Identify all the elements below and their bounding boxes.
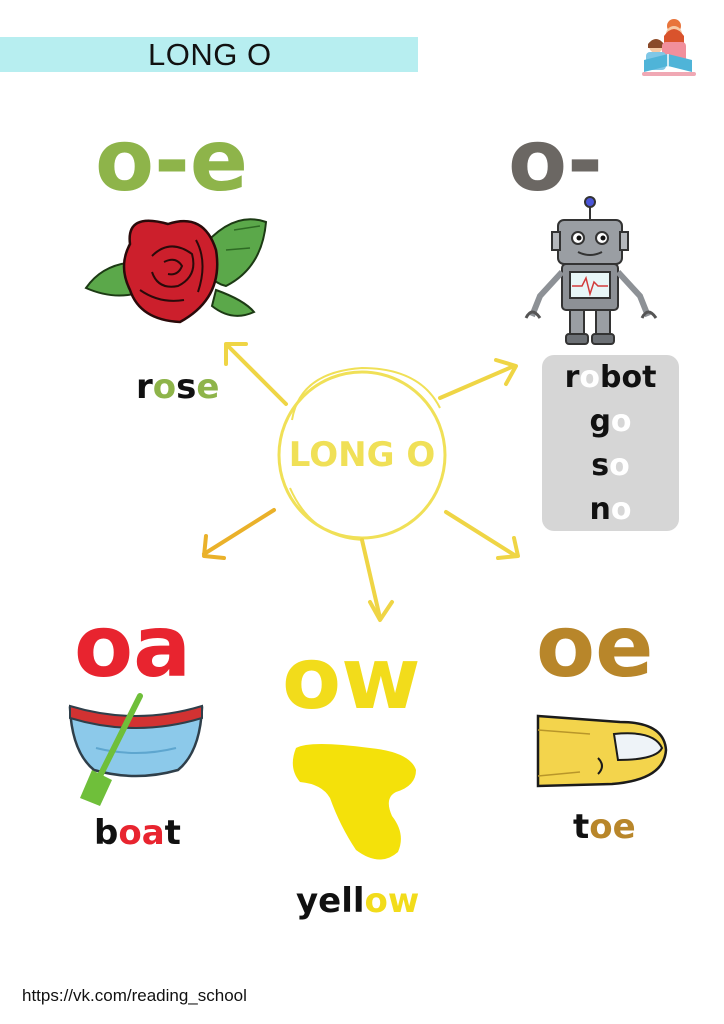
letter-segment: o	[152, 367, 177, 407]
letter-segment: g	[589, 404, 611, 439]
letter-segment: o	[609, 448, 630, 483]
arrow-to-o-open	[438, 358, 518, 400]
letter-segment: bot	[599, 360, 657, 395]
letter-segment: ow	[364, 881, 420, 921]
page-title: LONG O	[148, 37, 272, 72]
letter-segment: t	[573, 807, 590, 847]
word-list-item: go	[542, 407, 679, 437]
letter-segment: o	[610, 404, 632, 439]
word-list-item: so	[542, 451, 679, 481]
rose-icon	[84, 218, 268, 324]
letter-segment: o	[579, 360, 600, 395]
yellow-blob-icon	[292, 744, 416, 860]
letter-segment: e	[196, 367, 220, 407]
letter-segment: b	[94, 813, 119, 853]
toe-icon	[536, 714, 668, 788]
robot-icon	[524, 196, 658, 345]
letter-segment: s	[591, 448, 610, 483]
arrow-to-o-e	[224, 342, 288, 406]
letter-segment: oe	[589, 807, 636, 847]
arrow-to-oa	[202, 508, 276, 560]
arrow-to-ow	[360, 538, 394, 622]
word-list-item: robot	[542, 363, 679, 393]
pattern-oa: oa	[74, 597, 192, 697]
word-list-item: no	[542, 495, 679, 525]
footer-url: https://vk.com/reading_school	[22, 986, 247, 1005]
word-list-card: robot go so no	[542, 355, 679, 531]
word-yellow: yellow	[296, 884, 419, 918]
letter-segment: s	[176, 367, 197, 407]
title-banner	[0, 37, 418, 72]
letter-segment: r	[564, 360, 580, 395]
arrow-to-oe	[444, 510, 520, 560]
pattern-o-open: o-	[508, 111, 603, 211]
letter-segment: n	[589, 492, 611, 527]
letter-segment: yell	[296, 881, 365, 921]
pattern-oe: oe	[536, 597, 654, 697]
word-boat: boat	[94, 816, 181, 850]
word-toe: toe	[573, 810, 636, 844]
word-rose: rose	[136, 370, 219, 404]
letter-segment: r	[136, 367, 153, 407]
letter-segment: t	[164, 813, 181, 853]
letter-segment: o	[610, 492, 632, 527]
boat-icon	[68, 693, 204, 806]
letter-segment: oa	[118, 813, 165, 853]
reading-school-logo-icon	[642, 19, 696, 76]
pattern-o-e: o-e	[95, 111, 249, 211]
center-label: LONG O	[288, 435, 436, 475]
pattern-ow: ow	[282, 629, 421, 729]
